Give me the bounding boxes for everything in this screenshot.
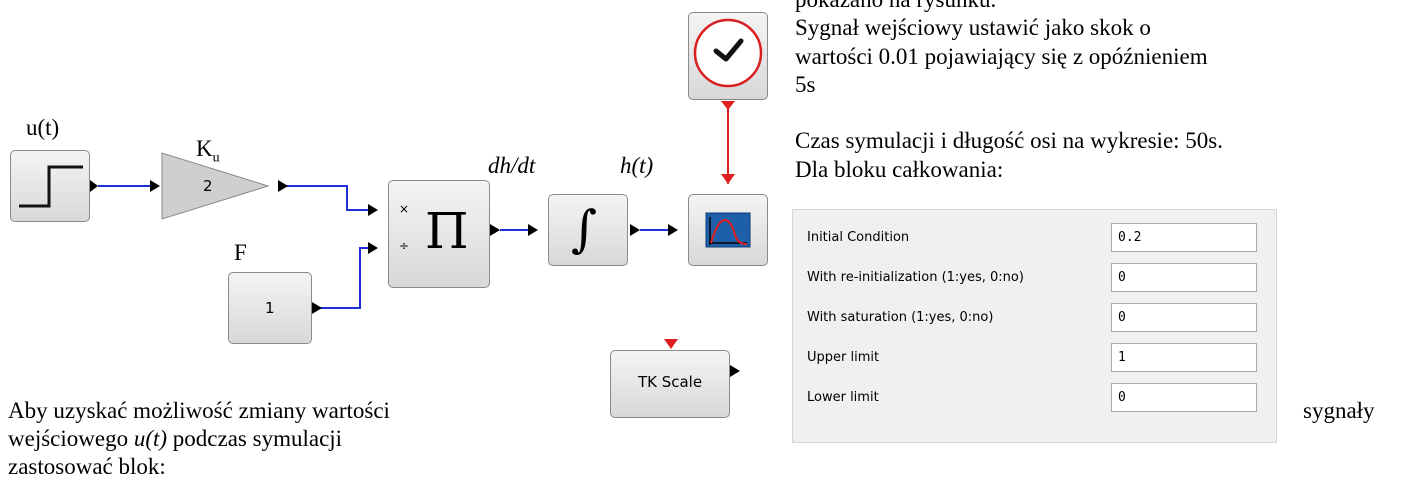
label-u: u(t) <box>26 115 60 140</box>
label-dhdt: dh/dt <box>488 153 536 178</box>
scope-icon <box>705 212 751 248</box>
scope-event-input-arrow <box>721 174 735 184</box>
bottom-text-line-1-end: sygnały <box>1303 398 1375 423</box>
gain-value: 2 <box>203 177 213 195</box>
param-label: Lower limit <box>807 390 879 405</box>
product-block[interactable]: × ÷ Π <box>388 180 490 288</box>
integrator-parameters-panel: Initial Condition 0.2 With re-initializa… <box>792 209 1277 443</box>
product-symbol: Π <box>425 202 469 260</box>
gain-block[interactable] <box>161 152 270 220</box>
divide-sign: ÷ <box>399 239 410 253</box>
clock-icon <box>693 18 763 88</box>
clock-block[interactable] <box>688 12 768 100</box>
integral-input-arrow <box>528 224 538 236</box>
product-output-port <box>490 224 500 236</box>
step-output-port <box>90 180 98 192</box>
bottom-text-line-2: wejściowego u(t) podczas symulacji <box>8 425 342 453</box>
param-input-field[interactable]: 0.2 <box>1111 223 1257 252</box>
label-k: Ku <box>196 136 220 167</box>
step-icon <box>19 165 83 208</box>
clock-output-port <box>721 101 735 110</box>
bottom-text-part: wejściowego <box>8 426 134 451</box>
bottom-text-part: podczas symulacji <box>167 426 343 451</box>
param-label: With re-initialization (1:yes, 0:no) <box>807 270 1024 285</box>
integral-symbol: ∫ <box>571 200 598 258</box>
tk-scale-block[interactable]: TK Scale <box>610 350 730 418</box>
link-gain-to-product <box>286 185 373 211</box>
constant-block[interactable]: 1 <box>228 272 312 344</box>
product-input-arrow-2 <box>368 242 378 254</box>
param-label: Initial Condition <box>807 230 910 245</box>
signal-text-line-1: Sygnał wejściowy ustawić jako skok o <box>795 15 1151 40</box>
label-f: F <box>234 240 247 265</box>
scope-block[interactable] <box>688 194 768 266</box>
scope-input-arrow <box>668 224 678 236</box>
label-k-main: K <box>196 136 213 161</box>
simulation-time-text: Czas symulacji i długość osi na wykresie… <box>795 128 1223 153</box>
cut-top-text: pokazano na rysunku. <box>795 0 996 14</box>
param-input-field[interactable]: 1 <box>1111 343 1257 372</box>
param-label: With saturation (1:yes, 0:no) <box>807 310 994 325</box>
label-h: h(t) <box>620 153 654 178</box>
step-block[interactable] <box>10 150 90 222</box>
param-input-field[interactable]: 0 <box>1111 263 1257 292</box>
signal-text-line-2: wartości 0.01 pojawiający się z opóźnien… <box>795 44 1208 69</box>
multiply-sign: × <box>399 202 410 216</box>
bottom-text-signal: u(t) <box>133 426 168 451</box>
signal-text-line-3: 5s <box>795 72 816 97</box>
const-output-port <box>312 302 322 314</box>
constant-value: 1 <box>265 299 275 317</box>
bottom-text-line-1: Aby uzyskać możliwość zmiany wartości <box>8 398 390 423</box>
label-k-sub: u <box>212 150 220 166</box>
gain-input-arrow <box>150 180 160 192</box>
tk-scale-label: TK Scale <box>637 373 703 391</box>
gain-output-port <box>278 180 288 192</box>
integral-output-port <box>630 224 640 236</box>
param-input-field[interactable]: 0 <box>1111 383 1257 412</box>
bottom-text-line-3: zastosować blok: <box>8 454 166 479</box>
param-input-field[interactable]: 0 <box>1111 303 1257 332</box>
tk-scale-event-input <box>664 339 678 349</box>
integrator-text: Dla bloku całkowania: <box>795 157 1004 182</box>
tk-scale-output-port <box>730 365 740 377</box>
param-label: Upper limit <box>807 350 880 365</box>
product-input-arrow-1 <box>368 204 378 216</box>
link-const-to-product <box>320 247 373 309</box>
integral-block[interactable]: ∫ <box>548 194 628 266</box>
